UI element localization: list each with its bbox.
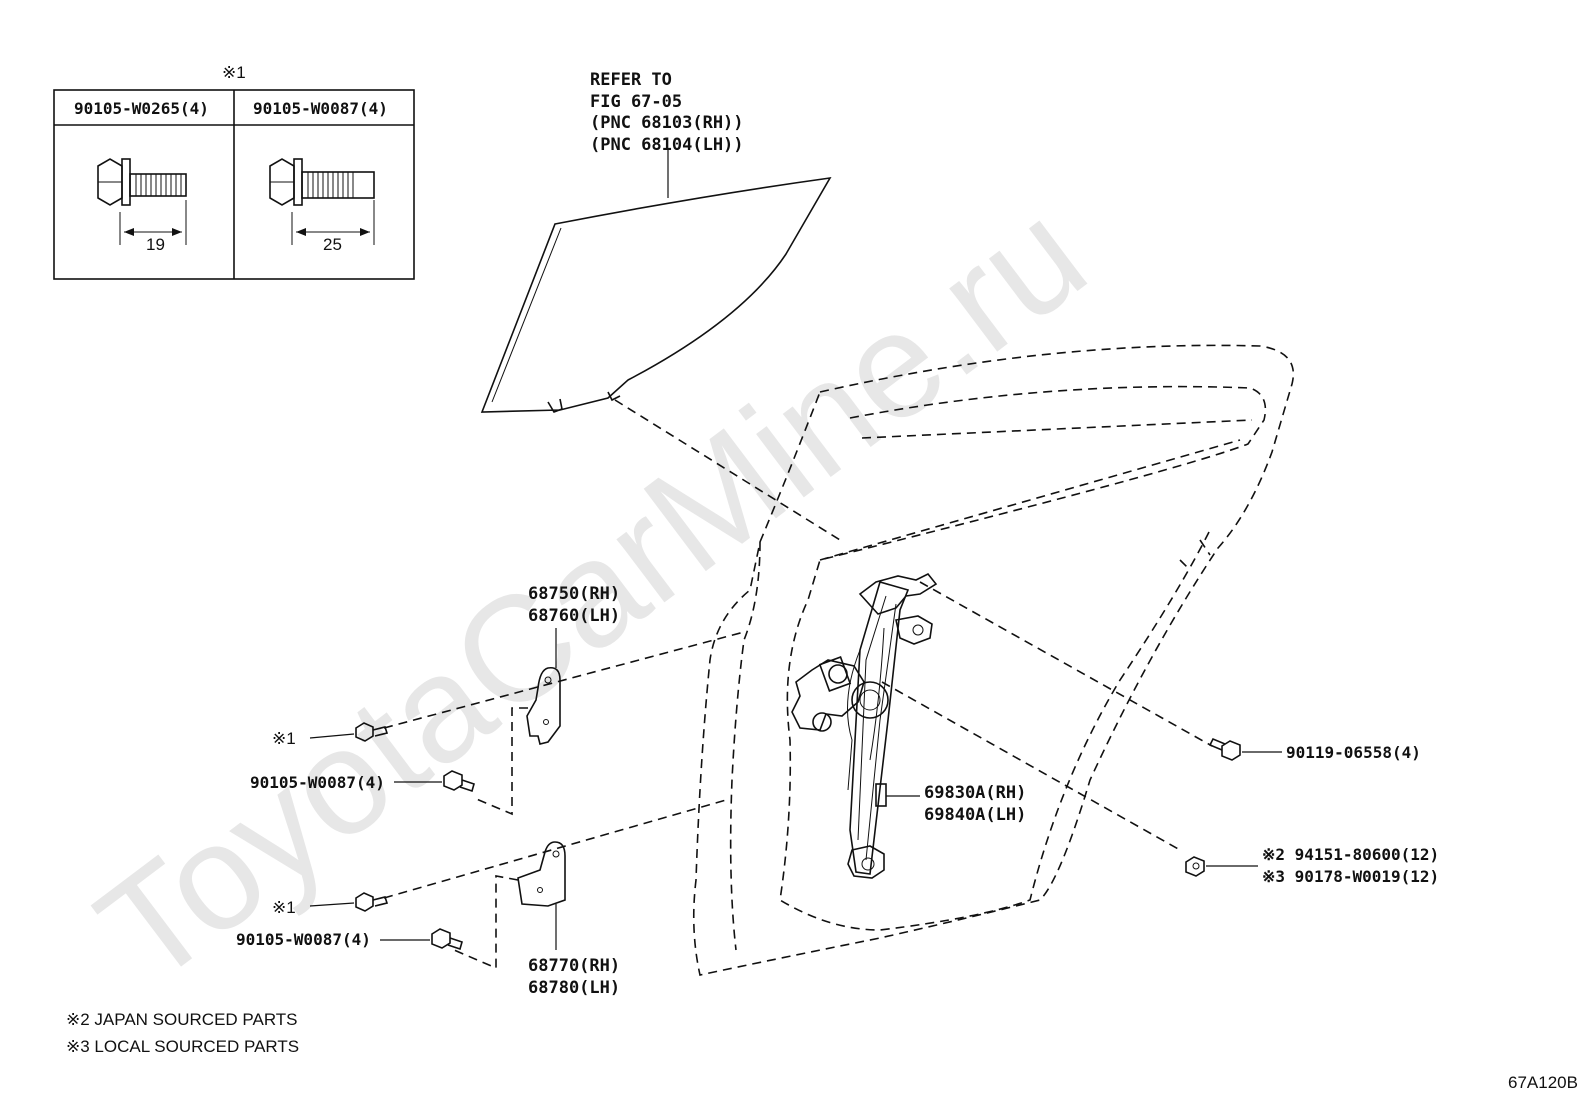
svg-text:68770(RH): 68770(RH) [528,956,620,976]
mark1-upper-label: ※1 [272,729,296,748]
bolt-mark1-lower-icon [355,892,389,912]
regulator-to-bolt-dash [919,581,1213,747]
bolt-lower-label: 90105-W0087(4) [236,930,371,949]
regulator-label: 69830A(RH) 69840A(LH) [924,783,1026,825]
bolt-inset-table: ※1 90105-W0265(4) 90105-W0087(4) 19 [53,63,415,280]
dimension-19: 19 [146,235,165,254]
bolt-upper-label: 90105-W0087(4) [250,773,385,792]
inset-header-left: 90105-W0265(4) [74,99,209,118]
svg-text:69830A(RH): 69830A(RH) [924,783,1026,803]
figure-code: 67A120B [1508,1073,1578,1092]
bolt-w0087-upper-icon [443,770,475,793]
upper-bolt-dash [473,707,528,816]
nut-local-label: ※3 90178-W0019(12) [1262,867,1439,886]
legend-local: ※3 LOCAL SOURCED PARTS [66,1037,299,1056]
bolt-mark1-upper-icon [355,722,389,742]
svg-text:(PNC 68104(LH)): (PNC 68104(LH)) [590,135,744,155]
upper-hinge [526,666,561,745]
mark1-lower-leader [309,902,355,907]
svg-text:68760(LH): 68760(LH) [528,606,620,626]
nut-icon [1185,856,1205,877]
bolt-right-label: 90119-06558(4) [1286,743,1421,762]
lower-hinge [517,841,566,907]
bolt-19-icon [97,158,187,245]
bolt-25-icon [269,158,375,245]
rear-door-outline [692,344,1294,976]
svg-text:(PNC 68103(RH)): (PNC 68103(RH)) [590,113,744,133]
svg-text:REFER TO: REFER TO [590,70,672,90]
inset-header-right: 90105-W0087(4) [253,99,388,118]
upper-hinge-label: 68750(RH) 68760(LH) [528,584,620,626]
dimension-25: 25 [323,235,342,254]
legend: ※2 JAPAN SOURCED PARTS ※3 LOCAL SOURCED … [66,1010,299,1056]
regulator-to-nut-dash [881,681,1181,851]
svg-text:68750(RH): 68750(RH) [528,584,620,604]
svg-text:FIG 67-05: FIG 67-05 [590,92,682,112]
legend-japan: ※2 JAPAN SOURCED PARTS [66,1010,298,1029]
nut-japan-label: ※2 94151-80600(12) [1262,845,1439,864]
lower-bolt-dash [453,875,519,970]
window-regulator [791,572,938,879]
svg-text:68780(LH): 68780(LH) [528,978,620,998]
glass-reference-label: REFER TO FIG 67-05 (PNC 68103(RH)) (PNC … [590,70,744,155]
bolt-06558-icon [1208,737,1241,761]
svg-text:69840A(LH): 69840A(LH) [924,805,1026,825]
mark1-lower-label: ※1 [272,898,296,917]
bolt-w0087-lower-icon [431,928,463,951]
door-glass [480,176,832,413]
inset-marker: ※1 [222,63,246,82]
upper-hinge-dash [383,631,745,729]
mark1-upper-leader [309,733,355,739]
lower-hinge-label: 68770(RH) 68780(LH) [528,956,620,998]
